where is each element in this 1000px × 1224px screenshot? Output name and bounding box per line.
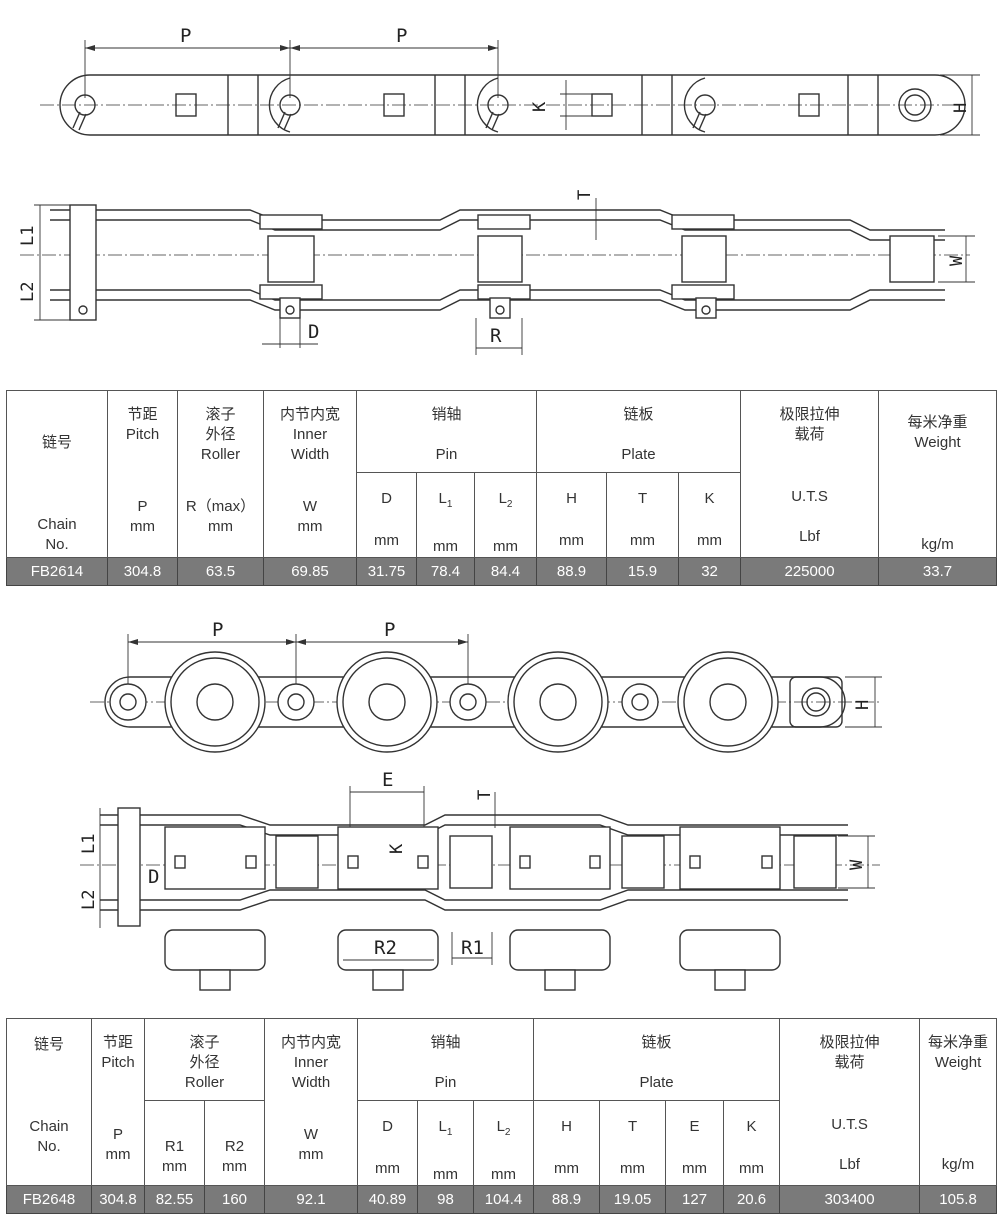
- t1-inner-width-header: 内节内宽 Inner Width W mm: [263, 390, 357, 558]
- t1-cell-l1: 78.4: [416, 557, 475, 586]
- chain2-side-view: P P H: [0, 610, 1000, 770]
- t2-cell-weight: 105.8: [919, 1185, 998, 1214]
- t2-cell-l2: 104.4: [472, 1185, 535, 1214]
- t1-weight-header: 每米净重 Weight kg/m: [878, 390, 998, 558]
- t2-uts-header: 极限拉伸 载荷 U.T.S Lbf: [779, 1018, 921, 1186]
- dim-w-label: W: [947, 255, 967, 266]
- t2-pin-header: 销轴 Pin: [356, 1018, 535, 1101]
- t2-roller-header: 滚子 外径 Roller: [144, 1018, 265, 1101]
- t1-cell-r: 63.5: [177, 557, 264, 586]
- dim-p-label-4: P: [384, 619, 395, 641]
- t1-cell-t: 15.9: [606, 557, 680, 586]
- dim-p-label-3: P: [212, 619, 223, 641]
- t2-pitch-header: 节距 Pitch P mm: [91, 1018, 145, 1186]
- t2-inner-width-header: 内节内宽 Inner Width W mm: [264, 1018, 358, 1186]
- t1-cell-k: 32: [678, 557, 742, 586]
- chain1-side-view: P P K H: [0, 0, 1000, 160]
- t1-plate-header: 链板 Plate: [536, 390, 742, 473]
- t2-plate-header: 链板 Plate: [533, 1018, 781, 1101]
- dim-l1-label-2: L1: [79, 834, 99, 854]
- dim-k-label-2: K: [387, 843, 407, 854]
- t1-data-row: FB2614 304.8 63.5 69.85 31.75 78.4 84.4 …: [6, 557, 998, 586]
- dim-h-label-2: H: [853, 700, 873, 710]
- t2-cell-d: 40.89: [357, 1185, 418, 1214]
- t1-cell-w: 69.85: [263, 557, 357, 586]
- dim-r-label: R: [490, 325, 502, 347]
- t2-chain-header: 链号 Chain No.: [6, 1018, 92, 1186]
- chain2-top-view: E T L1 L2 D K W R2 R1: [0, 770, 1000, 1010]
- t2-cell-h: 88.9: [533, 1185, 601, 1214]
- chain1-top-view: L1 L2 T W D R: [0, 160, 1000, 360]
- spec-table-1: 链号 Chain No. 节距 Pitch P mm 滚子 外径 Roller …: [6, 390, 998, 586]
- t2-cell-t: 19.05: [599, 1185, 667, 1214]
- t2-cell-uts: 303400: [779, 1185, 921, 1214]
- dim-r2-label: R2: [374, 937, 397, 959]
- t2-cell-r2: 160: [204, 1185, 265, 1214]
- t1-cell-p: 304.8: [107, 557, 178, 586]
- t2-cell-k: 20.6: [723, 1185, 781, 1214]
- t1-pitch-header: 节距 Pitch P mm: [107, 390, 178, 558]
- dim-w-label-2: W: [847, 859, 867, 870]
- t1-cell-uts: 225000: [740, 557, 880, 586]
- t1-chain-header: 链号 Chain No.: [6, 390, 108, 558]
- dim-l2-label-2: L2: [79, 890, 99, 910]
- dim-l2-label: L2: [18, 282, 38, 302]
- dim-t-label-2: T: [475, 790, 495, 800]
- dim-l1-label: L1: [18, 226, 38, 246]
- t1-uts-header: 极限拉伸 载荷 U.T.S Lbf: [740, 390, 880, 558]
- dim-p-label-2: P: [396, 25, 407, 47]
- t2-cell-l1: 98: [417, 1185, 474, 1214]
- t1-cell-chain: FB2614: [6, 557, 108, 586]
- t1-cell-l2: 84.4: [473, 557, 538, 586]
- t1-cell-d: 31.75: [356, 557, 417, 586]
- dim-d-label: D: [308, 321, 319, 343]
- dim-p-label: P: [180, 25, 191, 47]
- t2-cell-r1: 82.55: [144, 1185, 205, 1214]
- dim-d-label-2: D: [148, 866, 159, 888]
- t1-cell-weight: 33.7: [878, 557, 998, 586]
- dim-h-label: H: [951, 103, 971, 113]
- t1-cell-h: 88.9: [536, 557, 608, 586]
- t2-weight-header: 每米净重 Weight kg/m: [919, 1018, 998, 1186]
- t2-cell-w: 92.1: [264, 1185, 358, 1214]
- dim-e-label: E: [382, 770, 393, 791]
- t2-cell-p: 304.8: [91, 1185, 145, 1214]
- dim-r1-label: R1: [461, 937, 484, 959]
- spec-table-2: 链号 Chain No. 节距 Pitch P mm 滚子 外径 Roller …: [6, 1018, 998, 1214]
- t1-roller-header: 滚子 外径 Roller R（max） mm: [177, 390, 264, 558]
- dim-t-label: T: [575, 190, 595, 200]
- t2-data-row: FB2648 304.8 82.55 160 92.1 40.89 98 104…: [6, 1185, 998, 1214]
- t2-cell-e: 127: [665, 1185, 725, 1214]
- t1-pin-header: 销轴 Pin: [355, 390, 538, 473]
- dim-k-label: K: [530, 101, 550, 112]
- t2-cell-chain: FB2648: [6, 1185, 92, 1214]
